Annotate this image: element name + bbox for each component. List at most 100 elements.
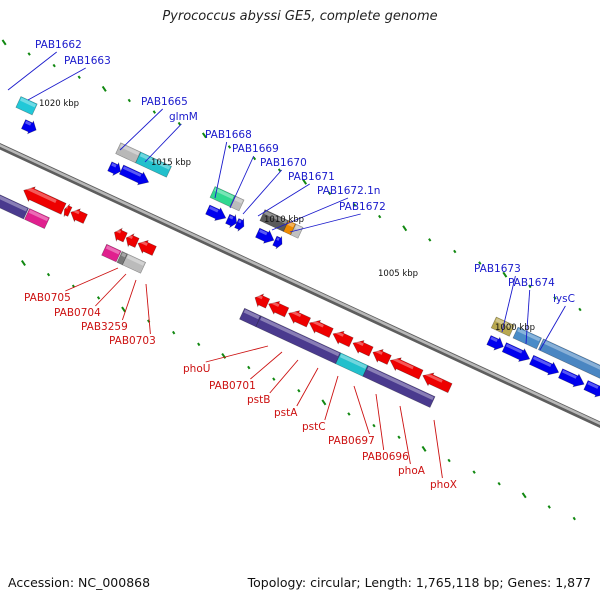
forward-gene-label: PAB1671: [288, 171, 335, 183]
reverse-gene-label: PAB0705: [24, 292, 71, 304]
forward-gene-label-callout: [214, 141, 228, 199]
scale-tick: [272, 377, 276, 381]
cds-reverse: [125, 233, 140, 248]
cds-forward: [118, 164, 150, 186]
reverse-gene-label-callout: [399, 405, 411, 465]
reverse-gene-label: PAB0701: [209, 380, 256, 392]
genome-backbone: [0, 143, 600, 428]
scale-label: 1000 kbp: [495, 323, 535, 333]
forward-gene-label-callout: [242, 169, 283, 215]
scale-tick: [572, 516, 576, 521]
gene-forward: [512, 326, 543, 350]
gene-reverse: [362, 365, 436, 408]
scale-tick: [297, 389, 301, 393]
forward-gene-label: PAB1674: [508, 277, 555, 289]
reverse-gene-label-callout: [121, 279, 137, 321]
scale-tick: [428, 238, 432, 242]
scale-tick: [521, 492, 527, 499]
forward-gene-label: PAB1669: [232, 143, 279, 155]
reverse-gene-label-callout: [205, 345, 269, 363]
gene-forward: [537, 338, 600, 380]
reverse-gene-label-callout: [65, 267, 119, 292]
cds-forward: [234, 218, 245, 232]
scale-ticks: [0, 39, 582, 521]
reverse-gene-label-callout: [324, 375, 339, 421]
cds-reverse: [352, 339, 374, 357]
reverse-gene-label: PAB3259: [81, 321, 128, 333]
reverse-gene-label-callout: [250, 351, 283, 380]
reverse-gene-label-callout: [269, 359, 299, 394]
forward-gene-label-callout: [289, 213, 361, 233]
cds-reverse: [70, 208, 88, 224]
reverse-gene-label-callout: [433, 419, 443, 479]
gene-reverse: [0, 181, 30, 220]
scale-tick: [528, 284, 532, 289]
cds-forward: [501, 342, 531, 362]
scale-tick: [121, 306, 127, 313]
cds-forward: [529, 354, 560, 376]
gene-forward: [15, 96, 38, 116]
forward-gene-label-callout: [144, 123, 182, 163]
scale-tick: [397, 435, 401, 440]
reverse-gene-label-callout: [296, 367, 319, 407]
forward-gene-label: PAB1672: [339, 201, 386, 213]
scale-tick: [453, 249, 457, 254]
gene-reverse: [122, 253, 147, 274]
gene-reverse: [255, 315, 342, 365]
scale-tick: [502, 271, 508, 278]
scale-tick: [472, 470, 476, 474]
scale-label: 1015 kbp: [151, 158, 191, 168]
forward-gene-label: lysC: [553, 293, 575, 305]
scale-tick: [347, 412, 351, 416]
gene-reverse: [239, 307, 262, 328]
forward-gene-label: PAB1665: [141, 96, 188, 108]
gene-features: [0, 96, 600, 408]
cds-reverse: [308, 319, 334, 338]
scale-tick: [547, 505, 551, 509]
cds-forward: [205, 204, 227, 221]
gene-reverse: [101, 243, 122, 263]
reverse-gene-label: phoU: [183, 363, 210, 375]
reverse-gene-label: PAB0696: [362, 451, 409, 463]
scale-tick: [247, 365, 251, 370]
scale-tick: [20, 260, 26, 266]
scale-tick: [402, 225, 408, 232]
gene-labels: PAB1662PAB1663PAB1665glmMPAB1668PAB1669P…: [24, 39, 575, 491]
forward-gene-label-callout: [271, 197, 349, 231]
cds-reverse: [389, 356, 424, 380]
reverse-gene-label-callout: [375, 393, 385, 451]
reverse-gene-label: PAB0697: [328, 435, 375, 447]
scale-tick: [152, 110, 156, 114]
scale-tick: [101, 85, 107, 92]
scale-label: 1010 kbp: [264, 215, 304, 225]
scale-tick: [478, 261, 482, 265]
reverse-gene-label-callout: [145, 283, 151, 335]
forward-gene-label-callout: [119, 108, 164, 151]
gene-reverse: [335, 352, 369, 377]
forward-gene-label: PAB1673: [474, 263, 521, 275]
reverse-gene-label: pstB: [247, 394, 270, 406]
scale-tick: [321, 399, 327, 406]
cds-reverse: [137, 239, 157, 256]
scale-tick: [27, 52, 31, 56]
cds-reverse: [63, 203, 73, 217]
scale-tick: [497, 481, 501, 486]
reverse-gene-label: phoX: [430, 479, 457, 491]
reverse-gene-label-callout: [95, 273, 127, 307]
cds-forward: [272, 235, 283, 250]
reverse-gene-label: pstC: [302, 421, 326, 433]
forward-gene-label-callout: [7, 51, 57, 91]
scale-tick: [1, 39, 7, 46]
reverse-gene-label-callout: [353, 385, 370, 435]
scale-tick: [252, 156, 257, 161]
scale-tick: [52, 63, 56, 68]
scale-tick: [201, 132, 207, 139]
scale-label: 1005 kbp: [378, 269, 418, 279]
cds-forward: [558, 368, 585, 388]
reverse-gene-label: PAB0703: [109, 335, 156, 347]
reverse-gene-label: PAB0704: [54, 307, 101, 319]
cds-reverse: [254, 293, 271, 309]
scale-tick: [421, 445, 427, 452]
